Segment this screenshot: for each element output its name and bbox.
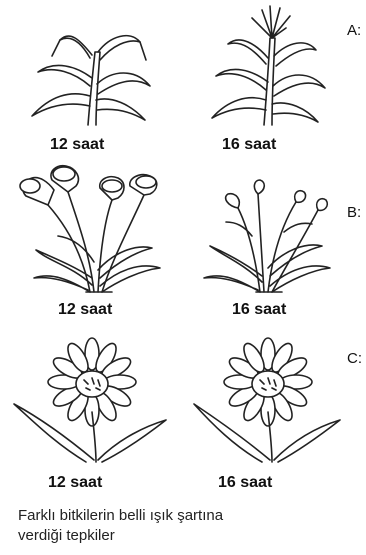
plant-b-12h bbox=[20, 166, 160, 292]
row-c-tag: C: bbox=[347, 350, 362, 367]
row-b-tag: B: bbox=[347, 204, 361, 221]
plant-c-16h bbox=[194, 338, 340, 462]
plant-b-16h bbox=[204, 180, 330, 292]
row-a-right-label: 16 saat bbox=[222, 136, 276, 154]
row-c-right-label: 16 saat bbox=[218, 474, 272, 492]
plant-a-12h bbox=[32, 36, 150, 125]
row-b-left-label: 12 saat bbox=[58, 301, 112, 319]
figure-caption: Farklı bitkilerin belli ışık şartına ver… bbox=[18, 506, 338, 546]
caption-line-1: Farklı bitkilerin belli ışık şartına bbox=[18, 506, 338, 526]
row-a-tag: A: bbox=[347, 22, 361, 39]
row-a-left-label: 12 saat bbox=[50, 136, 104, 154]
plant-c-12h bbox=[14, 338, 166, 462]
caption-line-2: verdiği tepkiler bbox=[18, 526, 338, 546]
plant-a-16h bbox=[212, 6, 325, 125]
row-b-right-label: 16 saat bbox=[232, 301, 286, 319]
row-c-left-label: 12 saat bbox=[48, 474, 102, 492]
